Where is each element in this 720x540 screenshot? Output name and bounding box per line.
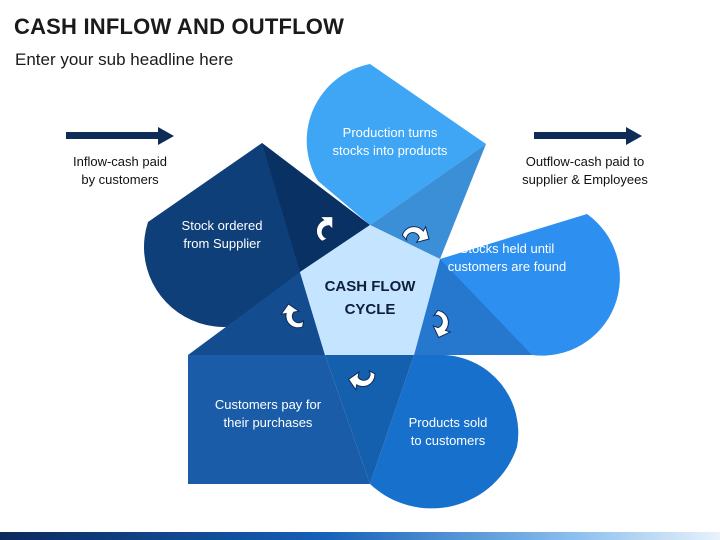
petal-customers-pay bbox=[188, 272, 370, 484]
cycle-arrow-icon bbox=[347, 369, 376, 392]
cycle-arrow-icon bbox=[401, 225, 430, 244]
step-4-line2: their purchases bbox=[224, 415, 313, 430]
step-3-line1: Products sold bbox=[409, 415, 488, 430]
outflow-label: Outflow-cash paid to supplier & Employee… bbox=[505, 153, 665, 189]
petal-production bbox=[306, 64, 486, 259]
step-3-line2: to customers bbox=[411, 433, 486, 448]
step-5-line1: Stock ordered bbox=[182, 218, 263, 233]
step-2-line2: customers are found bbox=[448, 259, 567, 274]
cycle-arrow-icon bbox=[315, 216, 334, 242]
step-1-line1: Production turns bbox=[343, 125, 438, 140]
inflow-label: Inflow-cash paid by customers bbox=[50, 153, 190, 189]
page-title: CASH INFLOW AND OUTFLOW bbox=[14, 14, 345, 39]
step-1-line2: stocks into products bbox=[333, 143, 448, 158]
inflow-label-text: Inflow-cash paid by customers bbox=[73, 154, 167, 187]
cycle-arrow-icon bbox=[432, 310, 452, 339]
page-subtitle: Enter your sub headline here bbox=[15, 50, 234, 69]
bottom-accent-bar bbox=[0, 532, 720, 540]
petal-products-sold bbox=[325, 355, 519, 509]
cycle-arrow-icons bbox=[280, 216, 452, 392]
petal-stock-ordered bbox=[144, 143, 370, 327]
center-title-line2: CYCLE bbox=[345, 301, 396, 318]
cycle-arrow-icon bbox=[280, 303, 305, 329]
inflow-arrow-icon bbox=[66, 127, 174, 145]
center-pentagon bbox=[300, 225, 440, 355]
step-2-line1: Stocks held until bbox=[460, 241, 555, 256]
center-title-line1: CASH FLOW bbox=[325, 278, 417, 295]
step-5-line2: from Supplier bbox=[183, 236, 261, 251]
outflow-arrow-icon bbox=[534, 127, 642, 145]
step-4-line1: Customers pay for bbox=[215, 397, 322, 412]
outflow-label-text: Outflow-cash paid to supplier & Employee… bbox=[522, 154, 648, 187]
